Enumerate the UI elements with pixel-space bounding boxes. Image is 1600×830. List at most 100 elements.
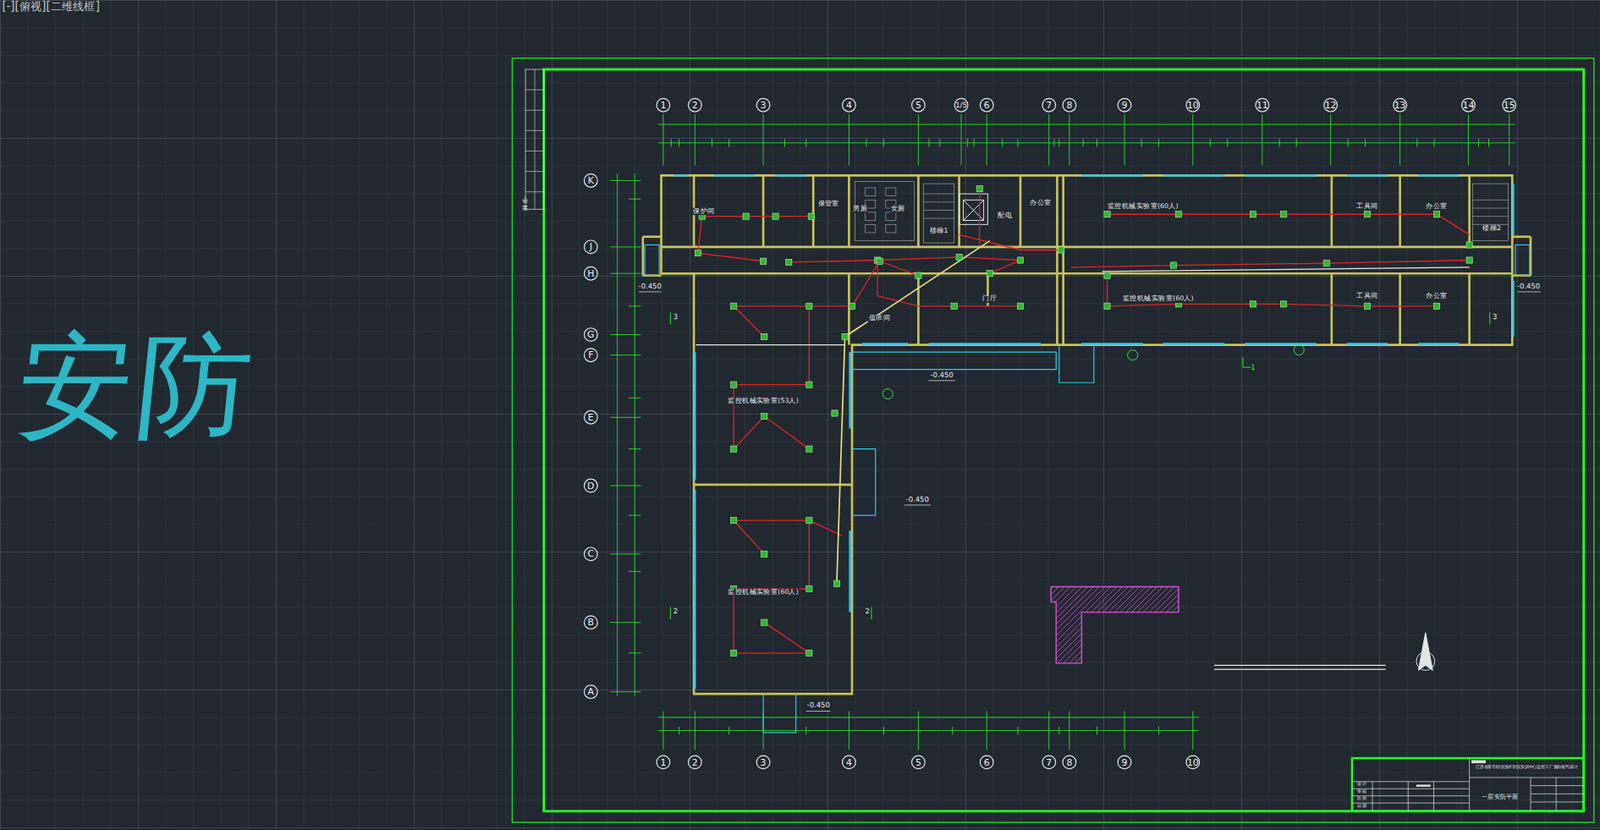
- section-mark: 2: [864, 608, 869, 616]
- dimension-tick: [728, 138, 730, 148]
- dimension-tick: [1296, 138, 1298, 148]
- dimension-tick: [1478, 138, 1480, 148]
- axis-label: 2: [692, 757, 699, 767]
- room-name: 工具间: [1355, 203, 1380, 210]
- viewport-caption: [-][俯视][二维线框]: [1, 0, 99, 12]
- dimension-tick: [1141, 138, 1143, 148]
- axis-label: 9: [1121, 757, 1128, 767]
- security-device: [1017, 302, 1023, 309]
- axis-bubble: 10: [1185, 98, 1200, 113]
- axis-label: 3: [760, 757, 767, 767]
- axis-label: J: [589, 241, 593, 252]
- axis-bubble: 7: [1041, 98, 1056, 113]
- dimension-tick: [628, 448, 641, 450]
- dimension-tick: [1508, 153, 1510, 165]
- dimension-tick: [967, 138, 968, 148]
- dimension-tick: [1017, 726, 1018, 736]
- dimension-tick: [1083, 138, 1084, 148]
- axis-label: 5: [915, 100, 922, 110]
- dimension-tick: [1279, 138, 1281, 148]
- security-device: [730, 302, 737, 309]
- dimension-tick: [662, 153, 664, 165]
- room-name: 办公室: [1424, 203, 1449, 210]
- title-cell: 设计: [1357, 782, 1368, 787]
- dimension-tick: [610, 334, 641, 336]
- dimension-tick: [986, 114, 988, 154]
- dimension-tick: [1068, 711, 1070, 751]
- axis-bubble: 11: [1254, 98, 1270, 113]
- dimension-tick: [763, 153, 765, 165]
- axis-bubble: 5: [911, 98, 926, 113]
- axis-label: 8: [1066, 100, 1073, 110]
- room-name: 门厅: [981, 295, 998, 303]
- dimension-tick: [1096, 138, 1098, 148]
- security-device: [1170, 262, 1177, 269]
- security-device: [848, 302, 855, 309]
- security-device: [772, 213, 779, 220]
- axis-bubble: H: [583, 266, 599, 281]
- dimension-tick: [1192, 153, 1194, 165]
- dimension-tick: [628, 305, 641, 307]
- dimension-tick: [1399, 114, 1401, 154]
- security-device: [876, 258, 883, 264]
- dimension-tick: [628, 397, 641, 399]
- watermark: 安防: [12, 328, 262, 443]
- dimension-tick: [763, 114, 765, 154]
- security-device: [730, 381, 737, 388]
- dimension-tick: [1330, 153, 1331, 165]
- axis-label: 1/5: [955, 101, 968, 109]
- axis-bubble: 5: [911, 754, 926, 770]
- dimension-tick: [1017, 138, 1018, 148]
- dimension-tick: [1158, 726, 1160, 736]
- axis-label: 1: [659, 757, 666, 767]
- dimension-tick: [918, 114, 919, 154]
- dimension-tick: [678, 138, 680, 148]
- axis-label: 9: [1121, 100, 1128, 110]
- security-device: [742, 213, 749, 220]
- security-device: [915, 272, 922, 279]
- security-device: [951, 302, 957, 309]
- security-device: [759, 258, 766, 264]
- axis-bubble: 14: [1461, 98, 1476, 113]
- axis-bubble: K: [583, 173, 599, 188]
- axis-label: 6: [984, 757, 990, 767]
- axis-label: H: [587, 269, 594, 279]
- security-device: [1466, 257, 1473, 264]
- security-device: [1433, 211, 1440, 218]
- axis-bubble: 6: [979, 754, 995, 770]
- security-device: [1363, 302, 1370, 309]
- axis-label: 10: [1187, 757, 1199, 767]
- axis-bubble: 15: [1501, 98, 1517, 113]
- room-name: 监控机械实验室(60人): [1121, 295, 1195, 303]
- axis-bubble: G: [583, 327, 599, 342]
- dimension-tick: [1209, 138, 1211, 148]
- dimension-tick: [865, 138, 867, 148]
- drawing-title: 一层安防平面: [1481, 793, 1518, 800]
- dimension-tick: [918, 153, 919, 165]
- dimension-tick: [1399, 153, 1401, 165]
- room-name: 配电: [996, 212, 1013, 220]
- dimension-tick: [1048, 114, 1050, 154]
- dimension-tick: [883, 138, 885, 148]
- dimension-tick: [848, 114, 850, 154]
- security-device: [1281, 211, 1287, 218]
- dimension-tick: [973, 138, 975, 148]
- dimension-tick: [610, 621, 641, 623]
- project-title: 江苏省某市职业技术学院实训中心监控工厂安防电气设计: [1475, 764, 1579, 770]
- axis-bubble: 6: [979, 98, 995, 113]
- axis-bubble: 1: [655, 754, 671, 770]
- security-device: [1104, 272, 1111, 279]
- dimension-tick: [628, 652, 641, 654]
- axis-bubble: 2: [687, 98, 703, 113]
- axis-label: 13: [1394, 100, 1407, 110]
- dimension-tick: [610, 273, 641, 275]
- security-device: [1281, 301, 1287, 308]
- axis-bubble: 9: [1117, 754, 1133, 770]
- dimension-tick: [784, 138, 786, 148]
- dimension-tick: [694, 114, 696, 154]
- axis-bubble: 3: [756, 98, 771, 113]
- axis-bubble: F: [583, 347, 599, 363]
- axis-label: 3: [760, 100, 767, 110]
- room-name: 监控机械实验室(60人): [726, 588, 800, 596]
